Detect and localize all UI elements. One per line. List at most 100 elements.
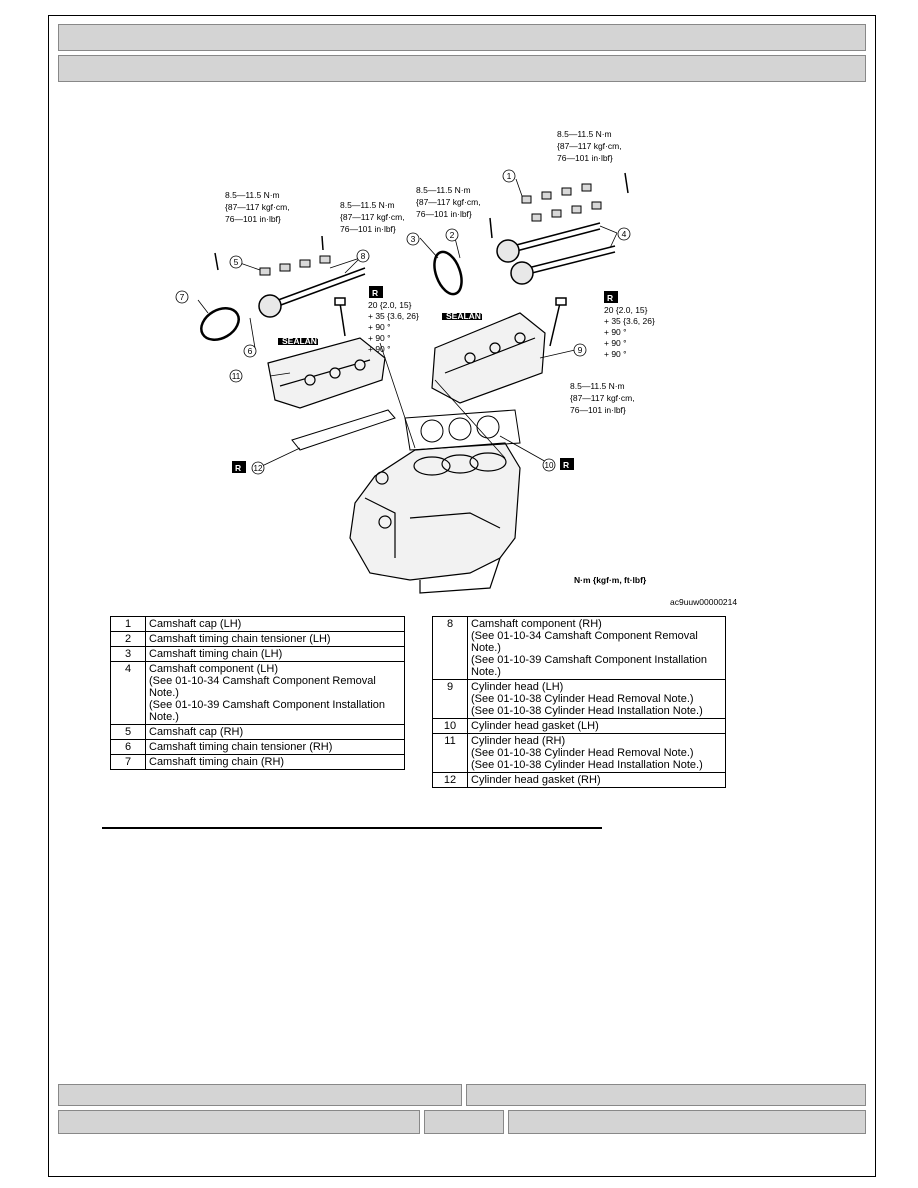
svg-text:76—101 in·lbf}: 76—101 in·lbf}	[557, 153, 613, 163]
part-description-line: (See 01-10-38 Cylinder Head Removal Note…	[471, 747, 694, 759]
footer-cell-1	[58, 1084, 462, 1106]
part-number: 8	[432, 616, 468, 680]
part-description: Camshaft timing chain (LH)	[145, 646, 405, 662]
svg-text:11: 11	[232, 372, 241, 381]
torque-label-head-bolt-lh: 20 {2.0, 15} + 35 {3.6, 26} + 90 ° + 90 …	[604, 305, 655, 359]
timing-chain-rh-drawing	[200, 307, 240, 341]
svg-text:R: R	[372, 288, 378, 298]
part-description: Camshaft timing chain tensioner (LH)	[145, 631, 405, 647]
part-description: Cylinder head gasket (RH)	[467, 772, 726, 788]
svg-text:8.5—11.5 N·m: 8.5—11.5 N·m	[570, 381, 625, 391]
part-number: 1	[110, 616, 146, 632]
camshaft-caps-drawing	[259, 183, 602, 276]
part-description-line: (See 01-10-39 Camshaft Component Install…	[149, 699, 386, 723]
head-gaskets-drawing	[291, 409, 521, 451]
r-badge-head-bolt-rh	[369, 286, 383, 298]
r-badge-gasket-lh	[560, 458, 574, 470]
part-description: Cylinder head gasket (LH)	[467, 718, 726, 734]
part-description-line: (See 01-10-34 Camshaft Component Removal…	[471, 630, 698, 654]
svg-text:7: 7	[180, 292, 185, 302]
part-description-line: Camshaft timing chain (RH)	[149, 756, 285, 768]
timing-chain-lh-drawing	[433, 250, 463, 296]
svg-text:76—101 in·lbf}: 76—101 in·lbf}	[225, 214, 281, 224]
torque-label-top-middle-left: 8.5—11.5 N·m {87—117 kgf·cm, 76—101 in·l…	[340, 200, 405, 234]
part-number: 4	[110, 661, 146, 725]
svg-text:8.5—11.5 N·m: 8.5—11.5 N·m	[416, 185, 471, 195]
torque-label-top-left: 8.5—11.5 N·m {87—117 kgf·cm, 76—101 in·l…	[225, 190, 290, 224]
sealant-tube-rh	[278, 338, 318, 345]
part-description: Camshaft cap (RH)	[145, 724, 405, 740]
part-description-line: (See 01-10-34 Camshaft Component Removal…	[149, 675, 376, 699]
svg-text:20 {2.0, 15}: 20 {2.0, 15}	[604, 305, 648, 315]
svg-text:R: R	[235, 463, 241, 473]
svg-text:9: 9	[578, 345, 583, 355]
part-number: 10	[432, 718, 468, 734]
svg-text:+ 35 {3.6, 26}: + 35 {3.6, 26}	[368, 311, 419, 321]
cylinder-head-rh-drawing	[267, 337, 386, 409]
exploded-diagram: SEALANT SEALANT 8.5—11.5 N·m {87—117 kgf…	[170, 118, 760, 610]
svg-text:+ 90 °: + 90 °	[368, 333, 391, 343]
footer-cell-5	[508, 1110, 866, 1134]
sealant-label-rh: SEALANT	[282, 336, 323, 346]
svg-text:+ 90 °: + 90 °	[604, 349, 627, 359]
part-description-line: Camshaft timing chain (LH)	[149, 648, 283, 660]
torque-label-top-middle: 8.5—11.5 N·m {87—117 kgf·cm, 76—101 in·l…	[416, 185, 481, 219]
leader-lines	[197, 178, 618, 467]
part-description: Cylinder head (RH)(See 01-10-38 Cylinder…	[467, 733, 726, 773]
r-badge-gasket-rh	[232, 461, 246, 473]
engine-block-drawing	[349, 442, 521, 594]
torque-label-top-right: 8.5—11.5 N·m {87—117 kgf·cm, 76—101 in·l…	[557, 129, 622, 163]
part-description: Camshaft component (LH)(See 01-10-34 Cam…	[145, 661, 405, 725]
part-description-line: Cylinder head (LH)	[471, 681, 564, 693]
svg-text:{87—117 kgf·cm,: {87—117 kgf·cm,	[557, 141, 622, 151]
figure-code: ac9uuw00000214	[670, 597, 738, 607]
svg-text:8: 8	[361, 251, 366, 261]
part-description: Camshaft component (RH)(See 01-10-34 Cam…	[467, 616, 726, 680]
svg-text:3: 3	[411, 234, 416, 244]
part-number: 9	[432, 679, 468, 719]
part-description-line: Cylinder head gasket (LH)	[471, 720, 599, 732]
svg-text:8.5—11.5 N·m: 8.5—11.5 N·m	[340, 200, 395, 210]
callout-numbers: 1 2 3 4 5 6 7 8 9 10 11 12	[180, 171, 627, 473]
part-description-line: Camshaft cap (LH)	[149, 618, 242, 630]
svg-text:+ 90 °: + 90 °	[604, 338, 627, 348]
torque-label-head-bolt-rh: 20 {2.0, 15} + 35 {3.6, 26} + 90 ° + 90 …	[368, 300, 419, 354]
section-divider	[102, 827, 602, 829]
svg-text:+ 90 °: + 90 °	[368, 322, 391, 332]
part-number: 3	[110, 646, 146, 662]
part-description-line: Cylinder head (RH)	[471, 735, 566, 747]
svg-text:76—101 in·lbf}: 76—101 in·lbf}	[416, 209, 472, 219]
svg-text:1: 1	[507, 171, 512, 181]
svg-text:20 {2.0, 15}: 20 {2.0, 15}	[368, 300, 412, 310]
part-description: Camshaft cap (LH)	[145, 616, 405, 632]
part-number: 6	[110, 739, 146, 755]
svg-text:R: R	[563, 460, 569, 470]
svg-text:{87—117 kgf·cm,: {87—117 kgf·cm,	[570, 393, 635, 403]
svg-text:+ 90 °: + 90 °	[604, 327, 627, 337]
svg-text:{87—117 kgf·cm,: {87—117 kgf·cm,	[416, 197, 481, 207]
part-description: Cylinder head (LH)(See 01-10-38 Cylinder…	[467, 679, 726, 719]
part-description: Camshaft timing chain tensioner (RH)	[145, 739, 405, 755]
header-bar-title	[58, 24, 866, 51]
sealant-label-lh: SEALANT	[446, 311, 487, 321]
units-note: N·m {kgf·m, ft·lbf}	[574, 575, 647, 585]
camshafts-drawing	[258, 222, 616, 318]
header-bar-subtitle	[58, 55, 866, 82]
page-frame	[48, 15, 876, 1177]
svg-text:2: 2	[450, 230, 455, 240]
svg-text:8.5—11.5 N·m: 8.5—11.5 N·m	[557, 129, 612, 139]
part-description-line: (See 01-10-38 Cylinder Head Installation…	[471, 759, 703, 771]
footer-cell-2	[466, 1084, 866, 1106]
bolts-drawing	[214, 172, 629, 347]
